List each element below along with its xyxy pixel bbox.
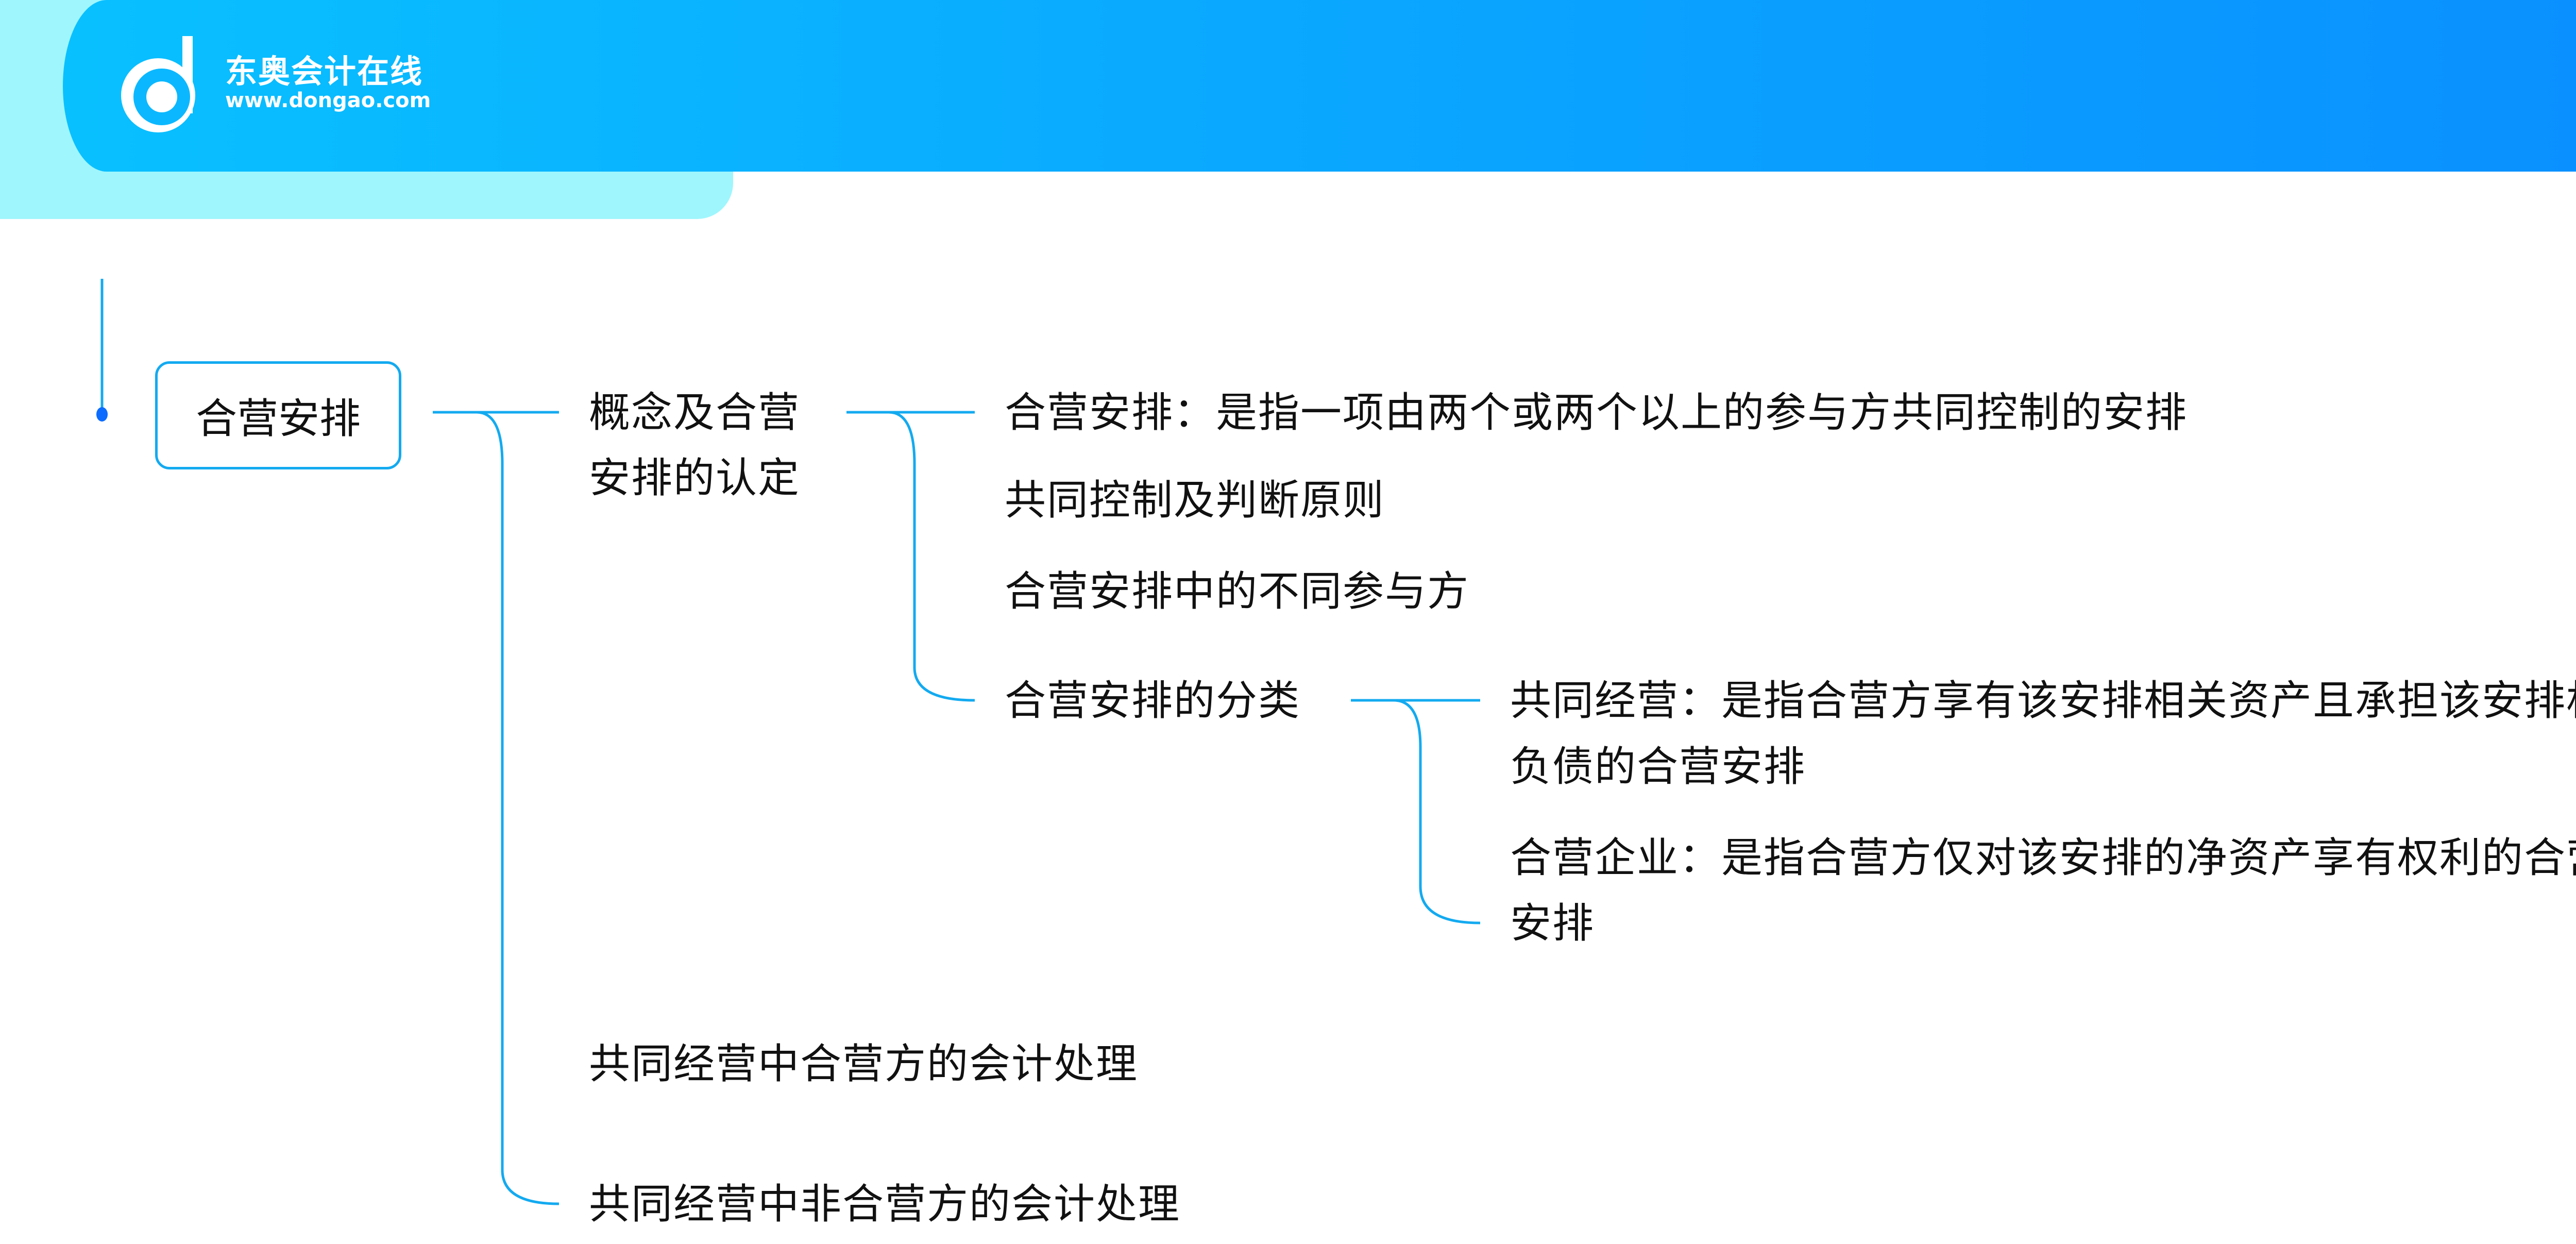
dongao-logo-icon [121, 36, 195, 132]
root-node-label: 合营安排 [196, 395, 361, 443]
node-joint-control[interactable]: 共同控制及判断原则 [1005, 476, 1385, 524]
node-joint-operation-line1[interactable]: 共同经营：是指合营方享有该安排相关资产且承担该安排相关 [1510, 677, 2576, 725]
node-classification[interactable]: 合营安排的分类 [1005, 677, 1300, 725]
root-node[interactable]: 合营安排 [155, 361, 401, 469]
brand-name: 东奥会计在线 [225, 53, 423, 90]
node-definition[interactable]: 合营安排：是指一项由两个或两个以上的参与方共同控制的安排 [1005, 389, 2188, 436]
branch-concept-line2[interactable]: 安排的认定 [589, 454, 800, 502]
node-joint-venture-line1[interactable]: 合营企业：是指合营方仅对该安排的净资产享有权利的合营 [1510, 834, 2576, 882]
node-parties[interactable]: 合营安排中的不同参与方 [1005, 567, 1469, 615]
brand-logo[interactable]: 东奥会计在线 www.dongao.com [120, 31, 449, 134]
branch-operator-accounting[interactable]: 共同经营中合营方的会计处理 [589, 1040, 1138, 1088]
timeline-dot [96, 407, 108, 422]
node-joint-operation-line2[interactable]: 负债的合营安排 [1510, 743, 1806, 791]
branch-non-operator-accounting[interactable]: 共同经营中非合营方的会计处理 [589, 1180, 1180, 1228]
brand-url: www.dongao.com [225, 89, 431, 112]
node-joint-venture-line2[interactable]: 安排 [1510, 899, 1595, 947]
branch-concept-line1[interactable]: 概念及合营 [589, 389, 800, 436]
header-bar [63, 0, 2576, 172]
